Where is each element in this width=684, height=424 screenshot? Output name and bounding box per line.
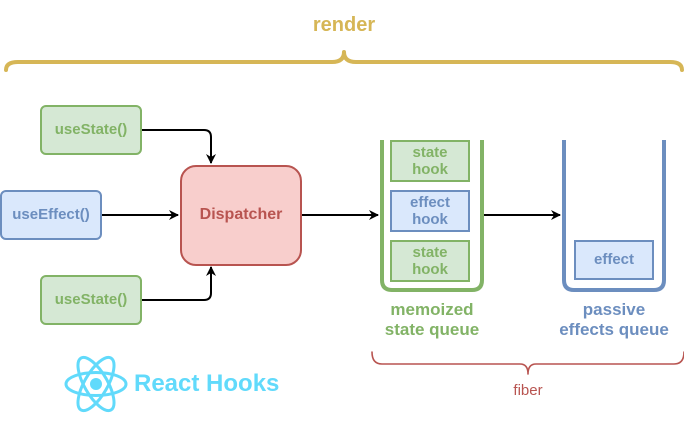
state-queue-item-state-hook-2: state hook (390, 240, 470, 282)
fiber-label: fiber (513, 382, 543, 399)
state-queue-item-state-hook-1: state hook (390, 140, 470, 182)
render-label: render (312, 14, 376, 36)
use-state-bottom-box: useState() (40, 275, 142, 325)
arrow-usestate-bottom-to-dispatcher (142, 266, 216, 301)
use-state-top-box: useState() (40, 105, 142, 155)
dispatcher-box: Dispatcher (180, 165, 302, 266)
effects-queue-item-effect: effect (574, 240, 654, 280)
effects-queue-container (562, 140, 666, 292)
state-queue-label: memoized state queue (384, 300, 480, 339)
arrow-usestate-top-to-dispatcher (142, 129, 216, 164)
use-effect-box: useEffect() (0, 190, 102, 240)
react-logo-icon (64, 355, 128, 413)
effects-queue-label: passive effects queue (559, 300, 669, 339)
state-queue-container (380, 140, 484, 292)
state-queue-item-effect-hook: effect hook (390, 190, 470, 232)
render-brace (4, 50, 684, 72)
react-hooks-title: React Hooks (134, 370, 280, 397)
fiber-brace (371, 351, 684, 375)
